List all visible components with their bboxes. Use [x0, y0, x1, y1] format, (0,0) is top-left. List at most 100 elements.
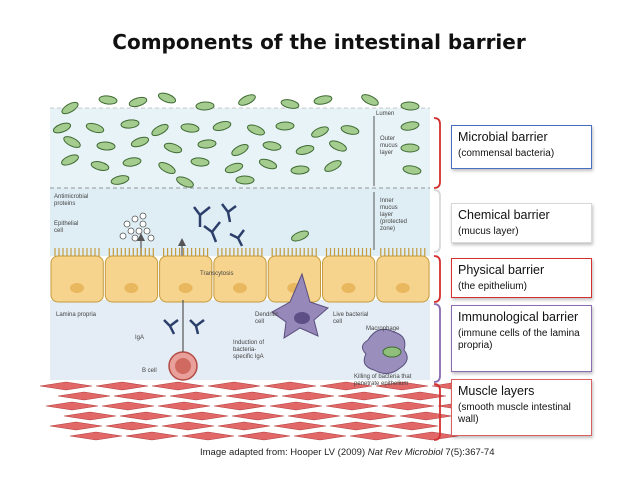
- microbial-barrier-subtitle: (commensal bacteria): [458, 147, 555, 159]
- bacterium: [157, 92, 177, 104]
- bacterium: [195, 101, 215, 111]
- muscle-fiber: [343, 411, 397, 421]
- muscle-fiber: [231, 411, 285, 421]
- iga-antibodies-lamina: [163, 319, 205, 335]
- bacterium: [85, 122, 105, 134]
- inner-mucus-label: Inner mucus layer (protected zone): [380, 198, 409, 232]
- induction-label: Induction of bacteria- specific IgA: [233, 340, 266, 360]
- bacterium: [190, 157, 210, 167]
- muscle-fiber: [45, 401, 99, 411]
- bacterium: [400, 143, 420, 153]
- muscle-fiber: [399, 411, 453, 421]
- bacterium: [110, 175, 130, 185]
- bacterium: [61, 101, 79, 115]
- muscle-fiber: [349, 431, 403, 441]
- epithelial-nucleus: [70, 283, 84, 293]
- epithelial-cell: [50, 255, 104, 303]
- muscle-fiber: [175, 411, 229, 421]
- antimicrobial-proteins-cluster: [119, 212, 155, 242]
- bacterium: [361, 94, 379, 106]
- bacterium: [163, 142, 183, 154]
- chemical-bracket: [433, 189, 441, 253]
- bacterium: [52, 122, 72, 134]
- immunological-barrier-subtitle: (immune cells of the lamina propria): [458, 327, 580, 352]
- bacterium: [63, 136, 81, 148]
- chemical-barrier-box: Chemical barrier (mucus layer): [451, 203, 592, 243]
- muscle-fiber: [69, 431, 123, 441]
- bacterium: [90, 161, 110, 171]
- bacterium: [120, 119, 140, 129]
- muscle-fiber: [169, 391, 223, 401]
- dendritic-label: Dendritic cell: [255, 312, 280, 325]
- epithelial-nucleus: [395, 283, 410, 293]
- epithelial-cell: [376, 255, 430, 303]
- muscle-fiber: [157, 401, 211, 411]
- killing-label: Killing of bacteria that penetrate epith…: [354, 374, 413, 387]
- iga-label: IgA: [135, 335, 144, 341]
- muscle-fiber: [151, 381, 205, 391]
- muscle-fiber: [329, 421, 383, 431]
- engulfed-bacterium: [382, 346, 402, 358]
- muscle-fiber: [95, 381, 149, 391]
- bacterium: [212, 120, 232, 132]
- muscle-fiber: [337, 391, 391, 401]
- bacterium: [151, 123, 169, 137]
- epithelial-label: Epithelial cell: [54, 221, 80, 234]
- muscle-fiber: [405, 431, 459, 441]
- muscle-fiber: [325, 401, 379, 411]
- immunological-barrier-title: Immunological barrier: [458, 310, 579, 324]
- muscle-fiber: [237, 431, 291, 441]
- bacterium: [235, 175, 255, 185]
- muscle-fiber: [385, 421, 439, 431]
- bacterium: [122, 157, 142, 167]
- muscle-fiber: [281, 391, 335, 401]
- muscle-fiber: [207, 381, 261, 391]
- outer-mucus-label: Outer mucus layer: [380, 136, 399, 156]
- physical-bracket: [433, 255, 441, 303]
- live-bacterial-label: Live bacterial cell: [333, 312, 370, 325]
- bacterium: [313, 95, 333, 105]
- bacterium: [400, 121, 420, 131]
- epithelial-nucleus: [124, 283, 139, 293]
- physical-barrier-title: Physical barrier: [458, 263, 545, 277]
- bacterium: [197, 139, 217, 149]
- bacterium: [238, 94, 256, 106]
- muscle-fiber: [319, 381, 373, 391]
- bacterium: [324, 160, 342, 172]
- muscle-fiber: [217, 421, 271, 431]
- muscle-fiber: [273, 421, 327, 431]
- page-title: Components of the intestinal barrier: [112, 30, 526, 54]
- epithelial-cell: [322, 255, 376, 303]
- caption-journal: Nat Rev Microbiol: [367, 447, 443, 458]
- bacterium: [311, 126, 329, 138]
- muscle-fiber: [269, 401, 323, 411]
- muscle-fiber: [293, 431, 347, 441]
- bacterium: [180, 123, 200, 133]
- bcell-label: B cell: [142, 368, 157, 374]
- epithelial-cell-row: [50, 248, 430, 303]
- immunological-barrier-box: Immunological barrier (immune cells of t…: [451, 305, 592, 372]
- bacterium: [258, 158, 278, 170]
- image-caption: Image adapted from: Hooper LV (2009) Nat…: [200, 447, 495, 458]
- bacterium: [98, 95, 118, 105]
- epithelial-nucleus: [341, 283, 356, 293]
- muscle-fiber: [263, 381, 317, 391]
- epithelial-cell: [213, 255, 267, 303]
- muscle-layers-subtitle: (smooth muscle intestinal wall): [458, 401, 571, 426]
- muscle-fiber: [119, 411, 173, 421]
- muscle-fiber: [287, 411, 341, 421]
- epithelial-cell: [159, 255, 213, 303]
- iga-antibodies-mucus: [193, 203, 245, 247]
- muscle-fiber: [105, 421, 159, 431]
- bacterium: [295, 145, 315, 155]
- secretion-arrowhead: [137, 233, 145, 241]
- muscle-fiber: [181, 431, 235, 441]
- bacterium: [400, 101, 420, 111]
- b-cell-nucleus: [175, 358, 191, 374]
- muscle-fiber: [161, 421, 215, 431]
- epithelial-nucleus: [178, 283, 193, 293]
- muscle-bracket: [433, 383, 441, 441]
- chemical-barrier-subtitle: (mucus layer): [458, 225, 519, 237]
- macrophage-label: Macrophage: [366, 326, 400, 332]
- bacterium: [329, 140, 347, 152]
